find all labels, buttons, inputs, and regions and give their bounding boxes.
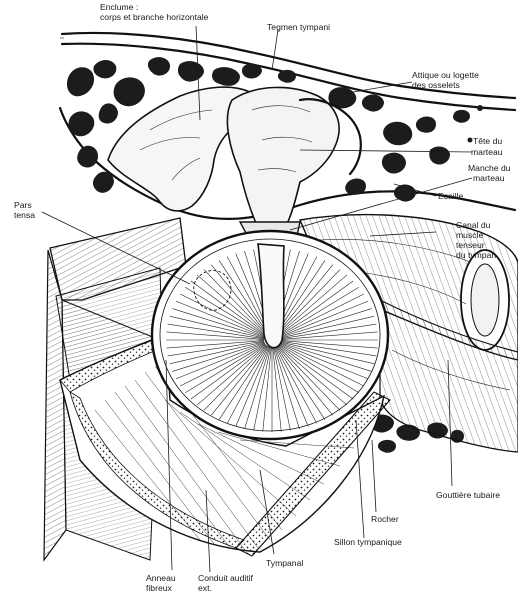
label-gouttiere: Gouttière tubaire — [436, 490, 500, 500]
label-rocher: Rocher — [371, 514, 399, 524]
label-manche-line2: marteau — [473, 173, 505, 183]
label-enclume-line2: corps et branche horizontale — [100, 12, 209, 22]
label-manche-line1: Manche du — [468, 163, 511, 173]
label-canal-line4: du tympan — [456, 250, 496, 260]
label-tete-line2: marteau — [471, 147, 503, 157]
label-pars-line1: Pars — [14, 200, 32, 210]
label-tete-line1: Tête du — [473, 136, 502, 146]
label-attique-line2: des osselets — [412, 80, 460, 90]
label-attique-line1: Attique ou logette — [412, 70, 479, 80]
label-tympanal: Tympanal — [266, 558, 303, 568]
label-pars-line2: tensa — [14, 210, 35, 220]
label-conduit-line2: ext. — [198, 583, 212, 593]
label-anneau-line1: Anneau — [146, 573, 176, 583]
label-sillon: Sillon tympanique — [334, 537, 402, 547]
tympanic-membrane — [152, 231, 388, 439]
label-canal-line3: tenseur — [456, 240, 485, 250]
label-ecaille: Ecaille — [438, 191, 464, 201]
label-tegmen: Tegmen tympani — [267, 22, 330, 32]
label-canal-line1: Canal du — [456, 220, 491, 230]
label-canal-line2: muscle — [456, 230, 483, 240]
label-conduit-line1: Conduit auditif — [198, 573, 254, 583]
label-enclume-line1: Enclume : — [100, 2, 138, 12]
label-anneau-line2: fibreux — [146, 583, 172, 593]
